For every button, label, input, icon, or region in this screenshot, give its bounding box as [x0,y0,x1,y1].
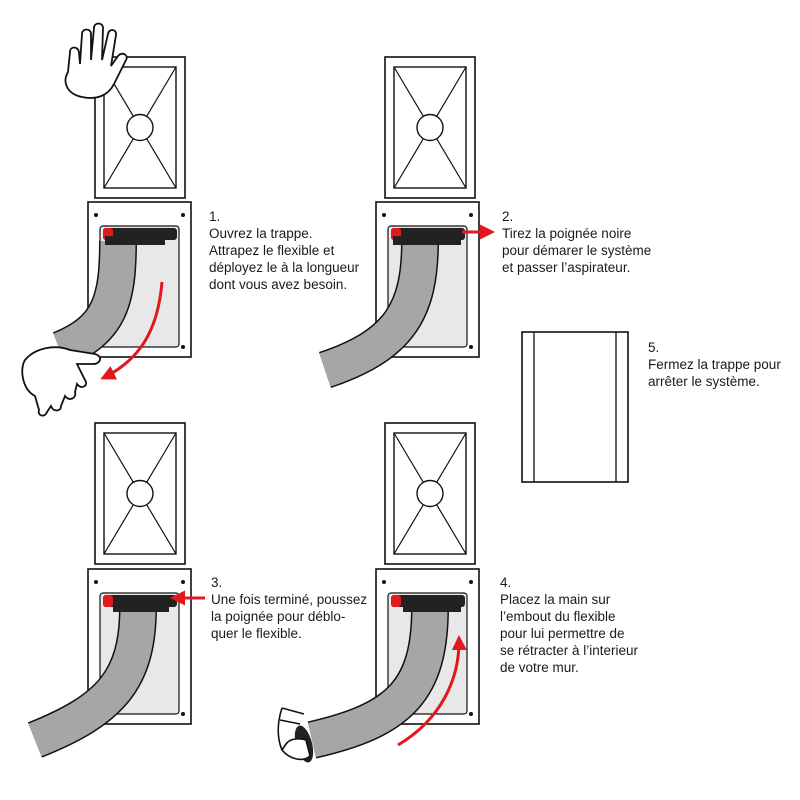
open-hand-icon [64,22,128,99]
step-text-line: déployez le à la longueur [209,260,360,275]
step-text-line: Placez la main sur [500,592,611,607]
step-4-illustration [277,422,480,763]
step-text-line: Tirez la poignée noire [502,226,632,241]
open-door-panel [384,422,476,565]
step-text-line: Ouvrez la trappe. [209,226,313,241]
step-3-illustration [27,422,205,758]
step-1-caption: 1. Ouvrez la trappe. Attrapez le flexibl… [209,208,359,293]
step-5-caption: 5. Fermez la trappe pour arrêter le syst… [648,339,781,390]
pushing-hand-icon [277,707,311,761]
open-door-panel [94,56,186,199]
deploy-arrow [100,281,164,380]
step-number: 3. [211,575,223,590]
open-door-panel [94,422,186,565]
step-4-caption: 4. Placez la main sur l’embout du flexib… [500,574,638,676]
step-number: 1. [209,209,221,224]
step-text-line: se rétracter à l’interieur [500,643,639,658]
step-text-line: de votre mur. [500,660,579,675]
step-text-line: Une fois terminé, poussez [211,592,368,607]
step-number: 4. [500,575,512,590]
step-text-line: Attrapez le flexible et [209,243,335,258]
step-text-line: pour démarer le système [502,243,652,258]
step-text-line: arrêter le système. [648,374,760,389]
step-5-illustration [521,331,629,483]
retract-arrow [397,635,467,747]
step-1-illustration [21,22,192,417]
step-text-line: Fermez la trappe pour [648,357,781,372]
step-number: 5. [648,340,660,355]
step-text-line: l’embout du flexible [500,609,616,624]
pulling-hand-icon [21,346,101,417]
step-text-line: quer le flexible. [211,626,302,641]
open-door-panel [384,56,476,199]
step-2-caption: 2. Tirez la poignée noire pour démarer l… [502,208,651,276]
step-number: 2. [502,209,514,224]
step-text-line: dont vous avez besoin. [209,277,348,292]
step-text-line: et passer l’aspirateur. [502,260,631,275]
step-text-line: la poignée pour déblo- [211,609,346,624]
step-text-line: pour lui permettre de [500,626,625,641]
step-3-caption: 3. Une fois terminé, poussez la poignée … [211,574,367,642]
closed-door [521,331,629,483]
step-2-illustration [318,56,495,389]
